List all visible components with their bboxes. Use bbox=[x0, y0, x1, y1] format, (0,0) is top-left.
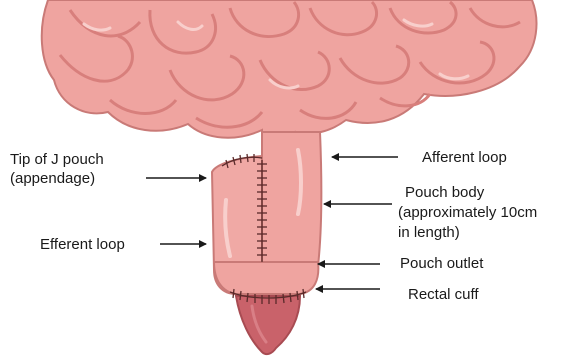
label-tip-of-j-pouch-line1: Tip of J pouch bbox=[10, 150, 104, 169]
label-efferent-loop: Efferent loop bbox=[40, 235, 125, 254]
label-rectal-cuff: Rectal cuff bbox=[408, 285, 479, 304]
label-afferent-loop: Afferent loop bbox=[422, 148, 507, 167]
label-pouch-body-line2: (approximately 10cm bbox=[398, 203, 537, 222]
rectal-cuff bbox=[236, 296, 300, 354]
label-pouch-body-line3: in length) bbox=[398, 223, 460, 242]
label-pouch-outlet: Pouch outlet bbox=[400, 254, 483, 273]
afferent-limb bbox=[262, 132, 321, 266]
label-pouch-body-line1: Pouch body bbox=[405, 183, 484, 202]
small-intestine-loops bbox=[42, 0, 537, 150]
label-tip-of-j-pouch-line2: (appendage) bbox=[10, 169, 95, 188]
